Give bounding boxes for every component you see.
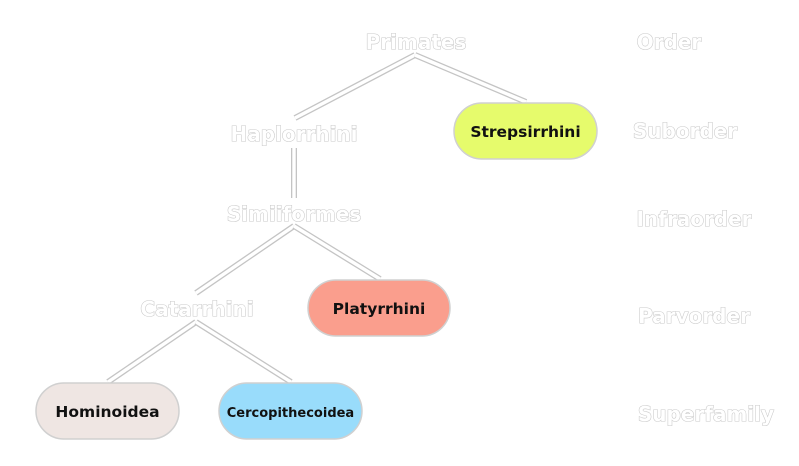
- edges: [106, 52, 528, 385]
- edge-primates-haplorrhini: [293, 52, 417, 121]
- node-platyrrhini: Platyrrhini: [307, 279, 451, 337]
- cercopithecoidea-pill: [218, 382, 363, 440]
- node-cercopithecoidea: Cercopithecoidea: [218, 382, 363, 440]
- platyrrhini-pill: [307, 279, 451, 337]
- taxon-catarrhini: Catarrhini: [140, 297, 253, 321]
- taxon-simiiformes: Simiiformes: [227, 202, 361, 226]
- hominoidea-pill: [35, 382, 180, 440]
- strepsirrhini-label: Strepsirrhini: [470, 123, 580, 141]
- taxon-primates: Primates: [366, 30, 467, 54]
- edge-simiiformes-platyrrhini: [292, 223, 382, 282]
- platyrrhini-label: Platyrrhini: [333, 300, 426, 318]
- edge-simiiformes-catarrhini: [194, 223, 296, 296]
- rank-labels: Order Suborder Infraorder Parvorder Supe…: [632, 29, 774, 426]
- cercopithecoidea-label: Cercopithecoidea: [227, 406, 354, 421]
- strepsirrhini-pill: [453, 102, 598, 160]
- outline-taxa: Primates Haplorrhini Simiiformes Catarrh…: [140, 29, 467, 321]
- rank-parvorder: Parvorder: [638, 304, 750, 328]
- edge-catarrhini-cercopithecoidea: [194, 319, 293, 385]
- node-strepsirrhini: Strepsirrhini: [453, 102, 598, 160]
- edge-catarrhini-hominoidea: [106, 319, 198, 385]
- rank-superfamily: Superfamily: [638, 402, 774, 426]
- rank-order: Order: [637, 30, 702, 54]
- edge-primates-strepsirrhini: [413, 52, 528, 105]
- rank-suborder: Suborder: [633, 119, 737, 143]
- node-hominoidea: Hominoidea: [35, 382, 180, 440]
- hominoidea-label: Hominoidea: [55, 403, 159, 421]
- taxon-haplorrhini: Haplorrhini: [230, 122, 357, 146]
- rank-infraorder: Infraorder: [636, 207, 751, 231]
